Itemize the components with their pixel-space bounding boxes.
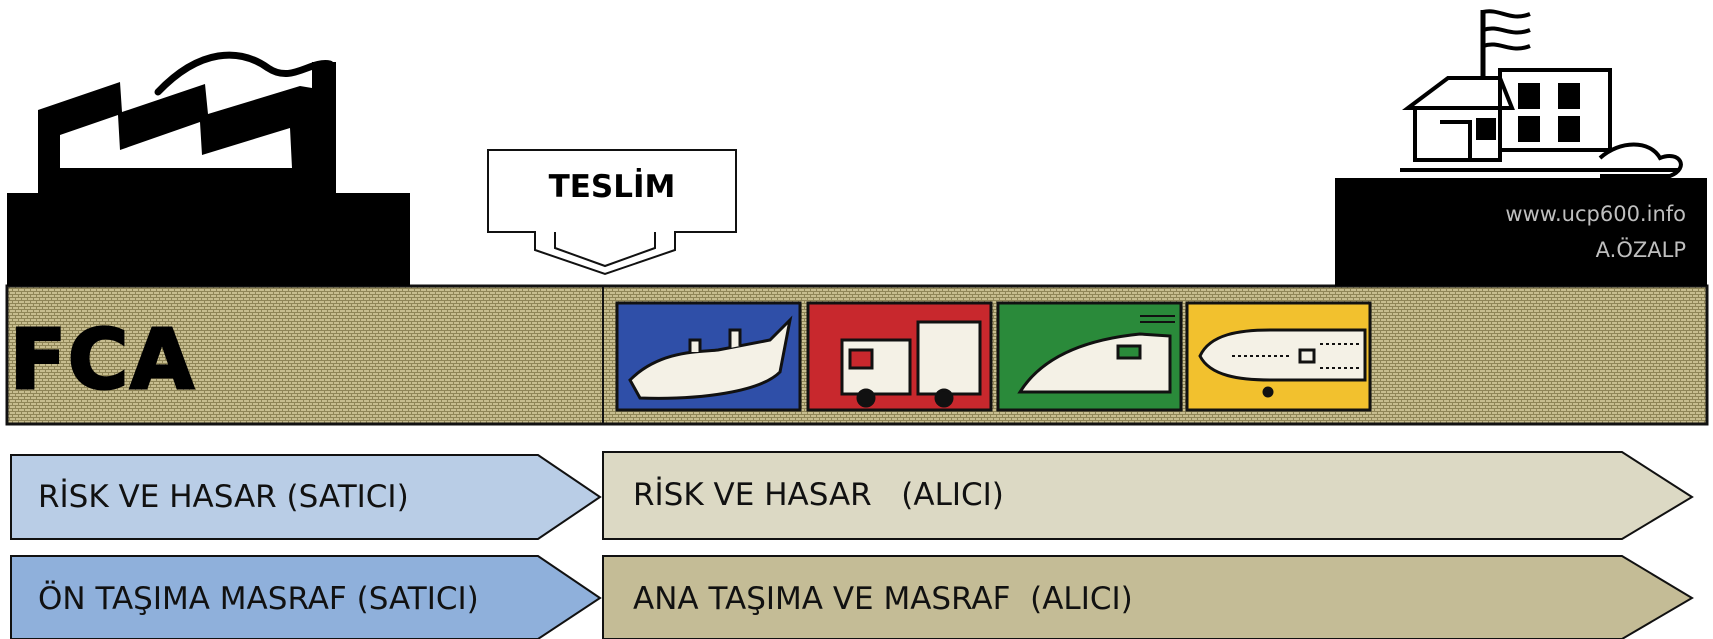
row2-seller-arrow bbox=[10, 555, 602, 639]
train-icon bbox=[996, 301, 1183, 412]
row1-buyer-label: RİSK VE HASAR (ALICI) bbox=[633, 477, 1004, 513]
delivery-label: TESLİM bbox=[548, 169, 676, 205]
row2-buyer-arrow bbox=[602, 555, 1694, 639]
watermark-author: A.ÖZALP bbox=[1595, 238, 1686, 262]
row1-buyer-arrow bbox=[602, 451, 1694, 540]
airplane-icon bbox=[1185, 301, 1372, 412]
delivery-callout bbox=[487, 149, 737, 276]
factory-icon bbox=[38, 51, 336, 193]
row2-buyer-label: ANA TAŞIMA VE MASRAF (ALICI) bbox=[633, 581, 1133, 617]
watermark-url: www.ucp600.info bbox=[1505, 202, 1686, 226]
warehouse-icon bbox=[1400, 9, 1683, 178]
truck-icon bbox=[806, 301, 993, 412]
row1-seller-label: RİSK VE HASAR (SATICI) bbox=[38, 479, 409, 515]
row1-seller-arrow bbox=[10, 454, 602, 540]
transport-modes bbox=[615, 301, 1372, 412]
ship-icon bbox=[615, 301, 802, 412]
incoterm-title: FCA bbox=[9, 313, 196, 408]
seller-block bbox=[7, 193, 410, 286]
buyer-block bbox=[1335, 178, 1707, 286]
row2-seller-label: ÖN TAŞIMA MASRAF (SATICI) bbox=[38, 581, 479, 617]
